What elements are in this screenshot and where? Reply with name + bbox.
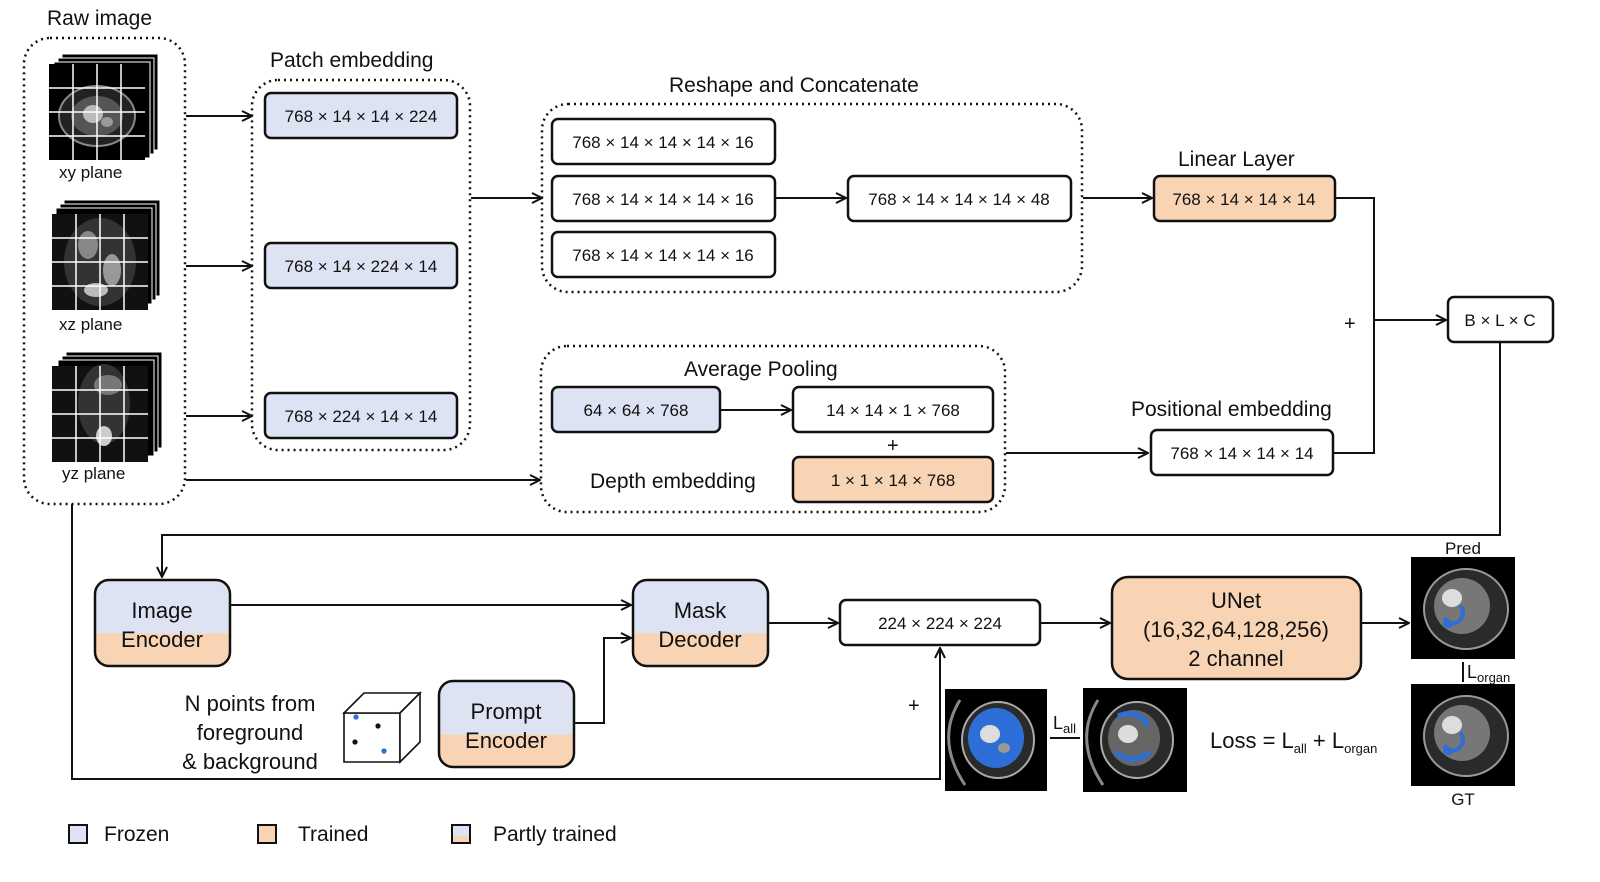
blc-box [1446,295,1555,344]
patch-box-yz-label: 768 × 224 × 14 × 14 [285,407,438,426]
xz-plane-image [52,199,161,310]
reshape-box-2-label: 768 × 14 × 14 × 14 × 16 [572,190,754,209]
arrow-prompt-to-decoder [575,638,631,724]
patch-box-xy [263,91,459,140]
xy-plane-image [48,53,159,161]
unet-line1: UNet [1211,588,1261,613]
mask-decoder-box [631,578,770,668]
reshape-title: Reshape and Concatenate [669,74,919,97]
concat-box-label: 768 × 14 × 14 × 14 × 48 [868,190,1050,209]
prompt-mask-image [945,689,1047,791]
linear-layer-title: Linear Layer [1178,148,1295,171]
reshape-box-1 [550,117,777,166]
unet-box [1110,575,1363,681]
linear-layer-box-label: 768 × 14 × 14 × 14 [1172,190,1315,209]
reshape-box-3 [550,230,777,279]
average-pooling-title: Average Pooling [684,358,838,381]
gt-label: GT [1451,790,1475,809]
reshape-box-2 [550,174,777,223]
raw-image-title: Raw image [47,7,152,30]
volume-box [838,598,1042,647]
mask-plus: + [908,695,920,717]
all-mask-image [1083,688,1187,792]
depth-embedding-box-label: 1 × 1 × 14 × 768 [831,471,955,490]
legend-trained-swatch [257,824,277,844]
patch-box-yz [263,391,459,440]
points-text-line3: & background [182,749,318,774]
reshape-box-1-label: 768 × 14 × 14 × 14 × 16 [572,133,754,152]
pred-label: Pred [1445,539,1481,558]
sum-plus: + [1344,313,1356,335]
linear-layer-box [1152,174,1337,223]
prompt-encoder-line1: Prompt [471,699,542,724]
legend-frozen-label: Frozen [104,823,169,846]
pooling-input-label: 64 × 64 × 768 [584,401,689,420]
legend-trained-label: Trained [298,823,368,846]
xy-plane-label: xy plane [59,163,122,182]
legend-partly-label: Partly trained [493,823,617,846]
l-organ-label: Lorgan [1467,662,1510,685]
reshape-box-3-label: 768 × 14 × 14 × 14 × 16 [572,246,754,265]
yz-plane-image [52,351,163,462]
image-encoder-line2: Encoder [121,627,203,652]
pooling-group [539,344,1007,514]
points-text-line1: N points from [185,691,316,716]
pooling-output-box [791,385,995,434]
patch-embedding-title: Patch embedding [270,49,433,72]
image-encoder-box [93,578,232,668]
points-cube-icon [342,691,422,764]
l-all-label: Lall [1053,713,1076,736]
connector-linear-to-sum [1334,197,1375,454]
patch-box-xz-label: 768 × 14 × 224 × 14 [285,257,438,276]
connector-raw-to-volume [71,504,940,780]
yz-plane-label: yz plane [62,464,125,483]
patch-box-xz [263,241,459,290]
reshape-group [540,102,1084,294]
positional-embedding-title: Positional embedding [1131,398,1332,421]
pooling-plus: + [887,435,899,457]
patch-embedding-group [250,78,472,452]
positional-embedding-box [1149,428,1335,477]
legend-partly-swatch [451,824,471,844]
prompt-encoder-box [437,679,576,769]
depth-embedding-label: Depth embedding [590,470,756,493]
unet-line2: (16,32,64,128,256) [1143,617,1329,642]
unet-line3: 2 channel [1188,646,1283,671]
xz-plane-label: xz plane [59,315,122,334]
image-encoder-line1: Image [131,598,192,623]
legend-frozen-swatch [68,824,88,844]
volume-box-label: 224 × 224 × 224 [878,614,1002,633]
connector-blc-to-encoder [162,343,1501,577]
patch-box-xy-label: 768 × 14 × 14 × 224 [285,107,438,126]
pooling-input-box [550,385,722,434]
points-text-line2: foreground [197,720,303,745]
pooling-output-label: 14 × 14 × 1 × 768 [826,401,960,420]
loss-formula: Loss = Lall + Lorgan [1210,728,1377,756]
mask-decoder-line2: Decoder [658,627,741,652]
depth-embedding-box [791,455,995,504]
gt-image [1411,684,1515,786]
concat-box [846,174,1073,223]
pred-image [1411,557,1515,659]
positional-embedding-box-label: 768 × 14 × 14 × 14 [1170,444,1313,463]
mask-decoder-line1: Mask [674,598,728,623]
blc-box-label: B × L × C [1464,311,1535,330]
raw-image-group [22,36,187,506]
prompt-encoder-line2: Encoder [465,728,547,753]
